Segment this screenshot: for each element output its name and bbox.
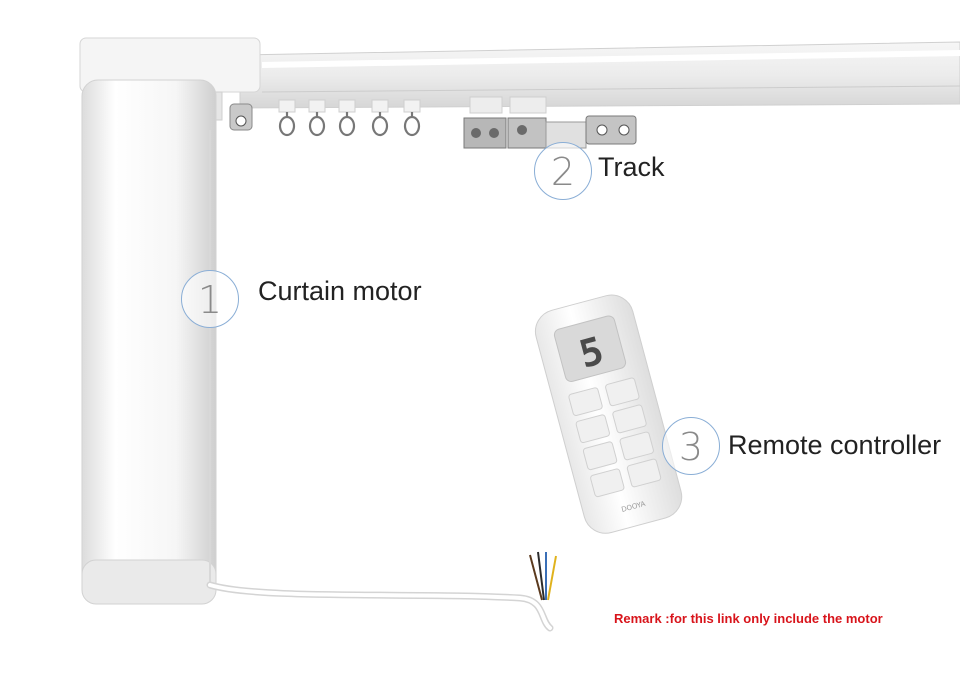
track-carriers bbox=[469, 96, 547, 114]
callout-number-2: 2 bbox=[534, 142, 592, 200]
curtain-runners bbox=[278, 99, 421, 137]
remark-note: Remark :for this link only include the m… bbox=[614, 611, 883, 626]
mounting-brackets bbox=[229, 103, 637, 149]
callout-label-remote-controller: Remote controller bbox=[728, 430, 942, 460]
callout-label-track: Track bbox=[598, 152, 665, 182]
curtain-track bbox=[239, 41, 960, 109]
motor-cable bbox=[206, 551, 557, 632]
remote-controller: 5 DOOYA bbox=[534, 294, 683, 534]
callout-label-curtain-motor: Curtain motor bbox=[258, 276, 422, 306]
callout-number-1: 1 bbox=[181, 270, 239, 328]
callout-number-3: 3 bbox=[662, 417, 720, 475]
curtain-motor bbox=[79, 37, 261, 605]
